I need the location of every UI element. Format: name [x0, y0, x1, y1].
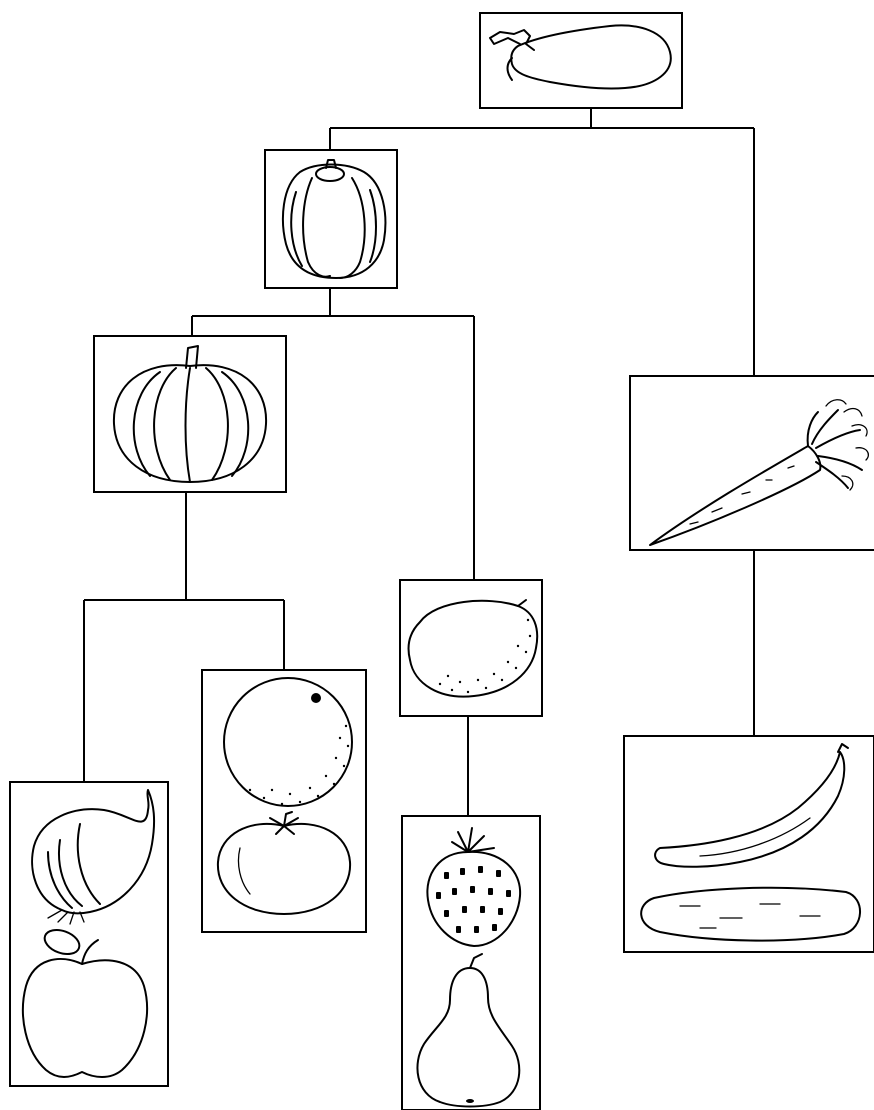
node-pumpkin	[94, 336, 286, 492]
node-carrot-frame	[630, 376, 874, 550]
node-banana-cucumber-frame	[624, 736, 874, 952]
node-bell-pepper	[265, 150, 397, 288]
node-lemon	[400, 580, 542, 716]
node-pumpkin-frame	[94, 336, 286, 492]
node-bell-pepper-frame	[265, 150, 397, 288]
node-banana-cucumber	[624, 736, 874, 952]
node-onion-apple-frame	[10, 782, 168, 1086]
node-carrot	[630, 376, 874, 550]
node-orange-tomato-frame	[202, 670, 366, 932]
node-orange-tomato	[202, 670, 366, 932]
node-strawberry-pear	[402, 816, 540, 1110]
node-onion-apple	[10, 782, 168, 1086]
node-eggplant	[480, 13, 682, 108]
